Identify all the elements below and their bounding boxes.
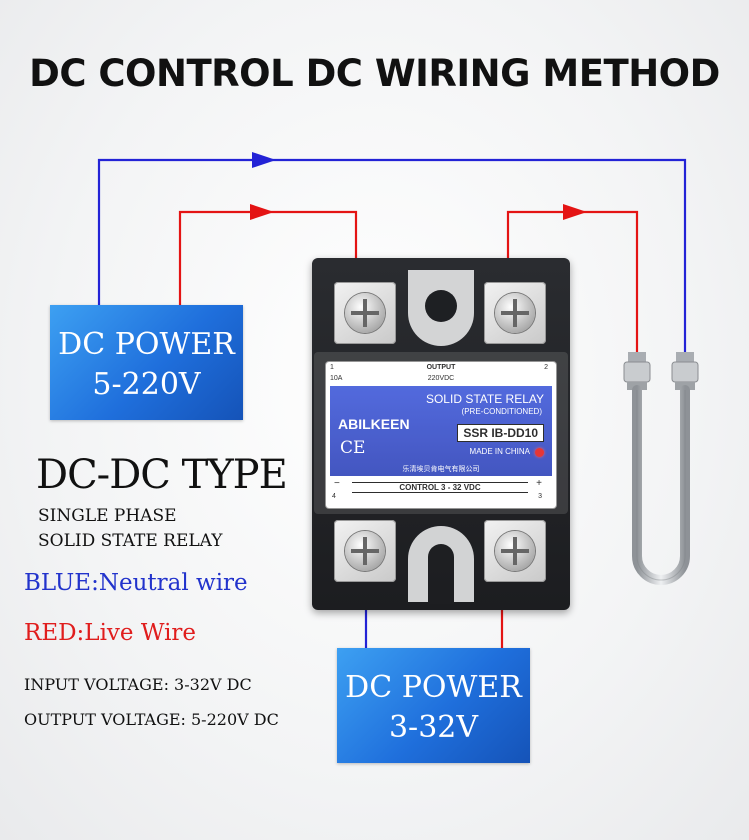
red-arrow-left [250,204,274,220]
legend-red: RED:Live Wire [24,620,197,646]
power-output-voltage: 5-220V [92,367,201,402]
legend-blue: BLUE:Neutral wire [24,570,248,596]
screw-icon [345,531,385,571]
power-output-label: DC POWER [58,327,235,362]
mounting-slot-bottom [408,526,474,604]
terminal-1-number: 1 [330,364,334,371]
screw-icon [495,531,535,571]
terminal-4 [334,520,396,582]
model-number: SSR IB-DD10 [457,424,544,442]
solid-state-relay: 1 OUTPUT 2 10A 220VDC SOLID STATE RELAY … [312,258,570,610]
type-subtitle-phase: SINGLE PHASE [38,506,177,526]
terminal-2 [484,282,546,344]
power-input-voltage: 3-32V [388,710,479,745]
dc-power-output-box: DC POWER 5-220V [50,305,243,420]
product-name: SOLID STATE RELAY [425,392,544,406]
type-subtitle-relay: SOLID STATE RELAY [38,531,223,551]
spec-output-voltage: OUTPUT VOLTAGE: 5-220V DC [24,710,279,729]
terminal-4-number: 4 [332,493,336,500]
manufacturer-cn: 乐清埃贝肯电气有限公司 [402,466,480,473]
screw-icon [495,293,535,333]
dc-power-input-box: DC POWER 3-32V [337,648,530,763]
ce-mark: CE [340,438,366,458]
spec-input-voltage: INPUT VOLTAGE: 3-32V DC [24,675,252,694]
red-arrow-right [563,204,587,220]
status-led-icon [535,448,544,457]
terminal-3-number: 3 [538,493,542,500]
rated-current: 10A [330,375,343,382]
terminal-1 [334,282,396,344]
type-heading: DC-DC TYPE [36,452,288,498]
page-title: DC CONTROL DC WIRING METHOD [29,52,720,95]
relay-label-panel: SOLID STATE RELAY (PRE-CONDITIONED) ABIL… [330,386,552,476]
terminal-2-number: 2 [544,364,548,371]
mounting-hole-top [408,270,474,346]
blue-arrow-top [252,152,276,168]
heater-element [623,352,699,585]
plus-sign: + [536,478,542,489]
output-title: OUTPUT [426,364,456,371]
power-input-label: DC POWER [345,670,522,705]
brand-name: ABILKEEN [338,416,410,432]
product-pre: (PRE-CONDITIONED) [461,407,542,416]
terminal-3 [484,520,546,582]
made-in: MADE IN CHINA [469,447,530,456]
minus-sign: − [334,478,340,489]
rated-voltage: 220VDC [427,375,455,382]
screw-icon [345,293,385,333]
control-rating: CONTROL 3 - 32 VDC [352,482,528,493]
blue-wire-output [97,158,687,352]
relay-label: 1 OUTPUT 2 10A 220VDC SOLID STATE RELAY … [326,362,556,508]
